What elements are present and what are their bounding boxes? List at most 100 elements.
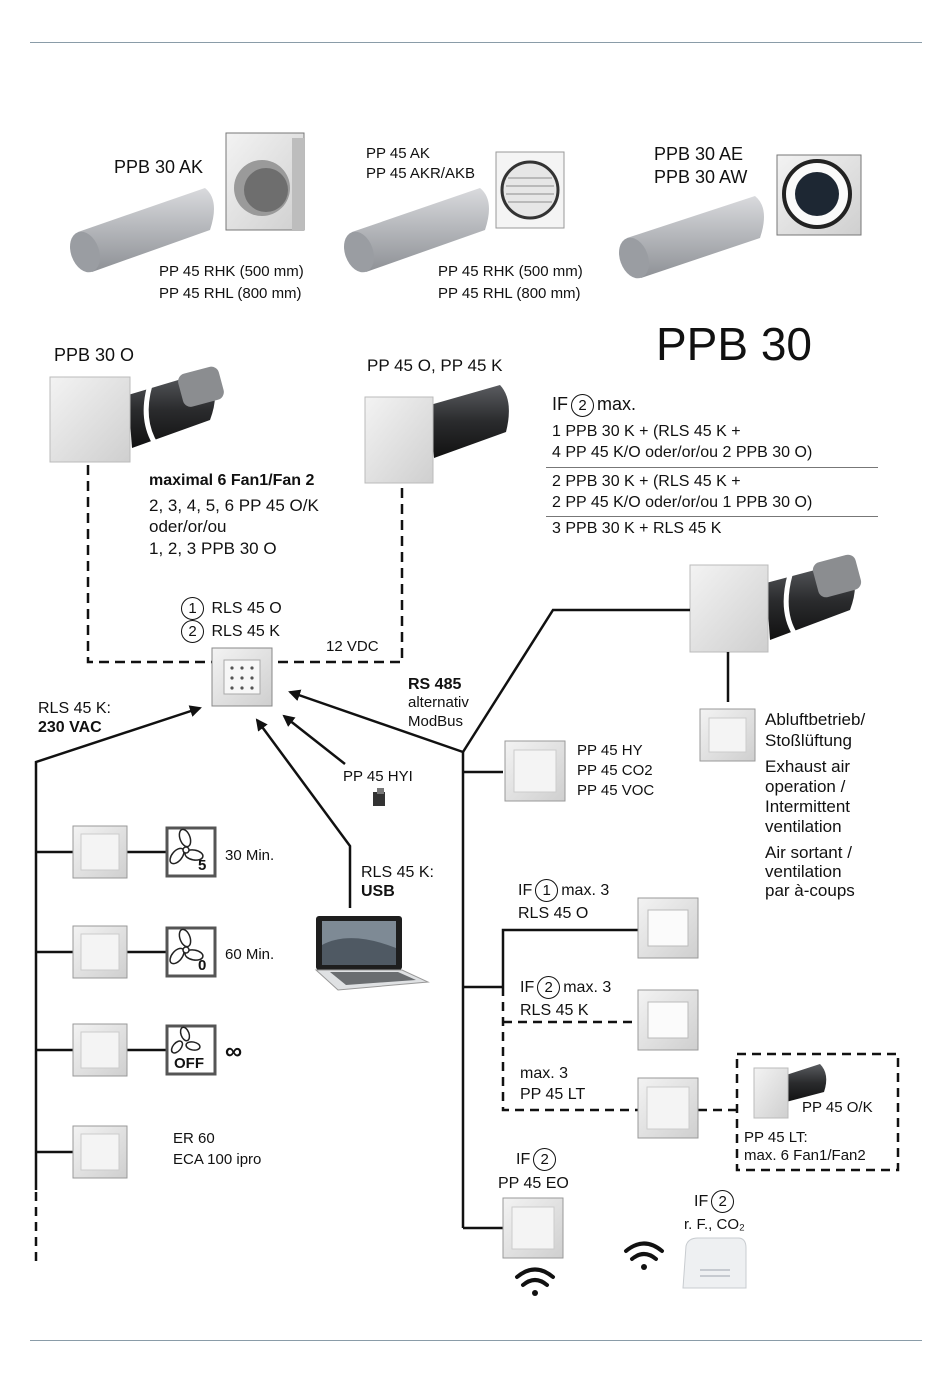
- wall-switch-4: [72, 1125, 128, 1179]
- max-fan-title: maximal 6 Fan1/Fan 2: [149, 472, 315, 489]
- exhaust-fr-1: Air sortant /: [765, 843, 852, 862]
- exhaust-switch: [699, 708, 756, 762]
- power-label: RLS 45 K:: [38, 700, 111, 717]
- branch-2-product: RLS 45 K: [520, 1002, 589, 1019]
- ppb30k-unit: [689, 554, 862, 653]
- max-fan-line-3: 1, 2, 3 PPB 30 O: [149, 539, 277, 558]
- label-rhl-a: PP 45 RHL (800 mm): [159, 285, 302, 302]
- fan-symbol-icon-3: [165, 1024, 217, 1076]
- max-fan-line-2: oder/or/ou: [149, 517, 227, 536]
- hyi-sensor: [373, 788, 385, 806]
- switch-label-2: 60 Min.: [225, 946, 275, 963]
- exhaust-de-1: Abluftbetrieb/: [765, 710, 866, 729]
- duct-tube-3: [619, 196, 764, 279]
- fan-icon-label-3: OFF: [174, 1055, 204, 1072]
- exhaust-en-3: Intermittent: [765, 797, 851, 816]
- switch-label-4b: ECA 100 ipro: [173, 1151, 262, 1168]
- option-2-line-2: 2 PP 45 K/O oder/or/ou 1 PPB 30 O): [552, 494, 813, 511]
- sensor-label-3: PP 45 VOC: [577, 782, 655, 799]
- pp45ok-small: [753, 1064, 827, 1119]
- label-hyi: PP 45 HYI: [343, 768, 413, 785]
- rs485-title: RS 485: [408, 676, 462, 693]
- wall-switch-2: [72, 925, 128, 979]
- label-ppb30ak: PPB 30 AK: [114, 157, 204, 177]
- branch-dashed: [34, 987, 900, 1262]
- box-line-2: max. 6 Fan1/Fan2: [744, 1147, 866, 1164]
- label-rhk-b: PP 45 RHK (500 mm): [438, 263, 583, 280]
- fan-icon-label-2: 0: [198, 957, 207, 974]
- branch-3-max: max. 3: [520, 1065, 569, 1082]
- exhaust-fr-2: ventilation: [765, 862, 842, 881]
- branch-1-product: RLS 45 O: [518, 905, 589, 922]
- exhaust-en-1: Exhaust air: [765, 757, 851, 776]
- label-12vdc: 12 VDC: [326, 638, 379, 655]
- exhaust-fr-3: par à-coups: [765, 881, 855, 900]
- sensor-box: [504, 740, 566, 802]
- wifi-icon-2: [624, 1241, 664, 1270]
- ppb30o-unit: [49, 366, 224, 463]
- pp45ak-grille: [495, 151, 565, 229]
- duct-tube-2: [344, 188, 489, 273]
- label-ppb30o: PPB 30 O: [54, 345, 135, 365]
- laptop: [314, 916, 430, 991]
- pp45lt-switch: [637, 1077, 699, 1139]
- exhaust-de-2: Stoßlüftung: [765, 731, 852, 750]
- divider: [546, 516, 878, 517]
- pp45eo-switch: [502, 1197, 564, 1259]
- usb-label: RLS 45 K:: [361, 864, 434, 881]
- rs485-line-3: ModBus: [408, 713, 464, 730]
- ppb30ae-grille: [776, 154, 862, 236]
- rls45-controller: [211, 647, 273, 707]
- wall-switch-3: [72, 1023, 128, 1077]
- label-rhk-a: PP 45 RHK (500 mm): [159, 263, 304, 280]
- option-3-line-1: 3 PPB 30 K + RLS 45 K: [552, 520, 722, 537]
- divider: [546, 467, 878, 468]
- 12vdc-bus: [86, 465, 404, 664]
- option-1-line-1: 1 PPB 30 K + (RLS 45 K +: [552, 423, 741, 440]
- fan-icon-label-1: 5: [198, 857, 207, 874]
- switch-label-4a: ER 60: [173, 1130, 215, 1147]
- eo-product: PP 45 EO: [498, 1175, 569, 1192]
- label-pp45ok: PP 45 O, PP 45 K: [367, 356, 503, 375]
- option-1-line-2: 4 PP 45 K/O oder/or/ou 2 PPB 30 O): [552, 444, 813, 461]
- rls45k-controller: [637, 989, 699, 1051]
- usb-value: USB: [361, 883, 395, 900]
- duct-tube-1: [70, 188, 214, 273]
- pp45ok-unit: [364, 385, 509, 484]
- ppb30ak-grille: [225, 132, 305, 231]
- fan-symbol-icon-1: [165, 826, 217, 878]
- rls45o-controller: [637, 897, 699, 959]
- controller-option-1: 1 RLS 45 O: [178, 597, 282, 620]
- power-value: 230 VAC: [38, 719, 102, 736]
- rf-product: r. F., CO₂: [684, 1216, 745, 1233]
- label-pp45ak: PP 45 AK: [366, 145, 430, 162]
- controller-option-2: 2 RLS 45 K: [178, 620, 280, 643]
- sensor-label-2: PP 45 CO2: [577, 762, 653, 779]
- fan-symbol-icon-2: [165, 926, 217, 978]
- wifi-icon: [515, 1267, 555, 1296]
- bottom-rule: [30, 1340, 922, 1341]
- label-rhl-b: PP 45 RHL (800 mm): [438, 285, 581, 302]
- label-ppb30ae: PPB 30 AE: [654, 144, 744, 164]
- switch-label-3: ∞: [225, 1038, 243, 1065]
- product-title: PPB 30: [656, 318, 812, 370]
- label-ppb30aw: PPB 30 AW: [654, 167, 748, 187]
- exhaust-en-4: ventilation: [765, 817, 842, 836]
- exhaust-en-2: operation /: [765, 777, 846, 796]
- label-pp45akr: PP 45 AKR/AKB: [366, 165, 475, 182]
- top-rule: [30, 42, 922, 43]
- rf-co2-sensor: [682, 1237, 747, 1289]
- box-line-1: PP 45 LT:: [744, 1129, 808, 1146]
- wires: [34, 608, 730, 1230]
- option-2-line-1: 2 PPB 30 K + (RLS 45 K +: [552, 473, 741, 490]
- box-product: PP 45 O/K: [802, 1099, 873, 1116]
- rs485-line-2: alternativ: [408, 694, 469, 711]
- max-fan-line-1: 2, 3, 4, 5, 6 PP 45 O/K: [149, 496, 319, 515]
- sensor-label-1: PP 45 HY: [577, 742, 643, 759]
- wall-switch-1: [72, 825, 128, 879]
